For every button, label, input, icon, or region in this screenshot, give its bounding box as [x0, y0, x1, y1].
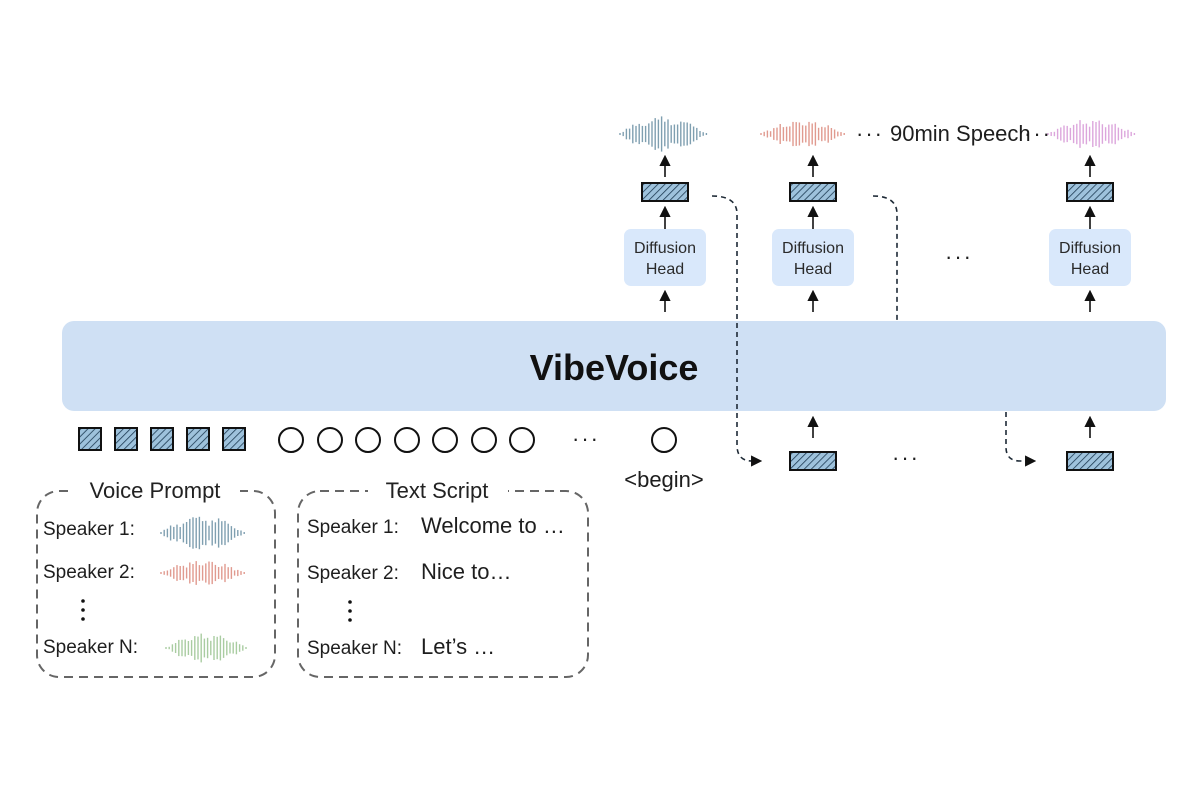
ellipsis-left: ··· — [856, 121, 884, 146]
model-title: VibeVoice — [530, 347, 699, 388]
text-token — [471, 427, 497, 453]
speech-waveform-pink-icon — [1047, 120, 1136, 148]
ellipsis-latents: ··· — [892, 445, 920, 470]
speech-duration-caption: 90min Speech — [890, 121, 1031, 146]
feedback-arrow-3 — [1005, 412, 1037, 467]
script-speaker-2-label: Speaker 2: — [307, 563, 399, 584]
diffusion-head-box — [1049, 229, 1131, 286]
voice-prompt-title: Voice Prompt — [90, 478, 221, 503]
feedback-arrow-2 — [872, 195, 898, 320]
speech-waveform-blue-icon — [619, 116, 708, 152]
text-script-title: Text Script — [386, 478, 489, 503]
diffusion-head-box — [772, 229, 854, 286]
speech-latent-token — [222, 427, 246, 451]
text-token — [278, 427, 304, 453]
vibevoice-block — [62, 321, 1166, 411]
output-column-n: Diffusion Head — [1047, 120, 1136, 312]
text-token — [509, 427, 535, 453]
ellipsis-heads: ··· — [945, 244, 973, 269]
begin-token — [651, 427, 677, 453]
voice-prompt-panel: Voice Prompt Speaker 1: Speaker 2: Speak… — [36, 478, 276, 678]
diffusion-head-label-line1: Diffusion — [634, 240, 696, 257]
text-token — [355, 427, 381, 453]
text-token — [394, 427, 420, 453]
speech-waveform-red-icon — [760, 121, 845, 147]
speech-latent-token — [641, 182, 689, 202]
speaker-2-waveform-icon — [160, 561, 245, 585]
voice-speaker-n-label: Speaker N: — [43, 637, 138, 658]
voice-speaker-2-label: Speaker 2: — [43, 562, 135, 583]
diffusion-head-label-line1: Diffusion — [782, 240, 844, 257]
script-speaker-1-text: Welcome to … — [421, 513, 565, 538]
speech-latent-token — [186, 427, 210, 451]
speech-latent-token — [78, 427, 102, 451]
text-tokens — [278, 427, 535, 453]
ellipsis-text-tokens: ··· — [572, 426, 600, 451]
text-script-panel: Text Script Speaker 1: Welcome to … Spea… — [297, 478, 589, 678]
diffusion-head-label-line2: Head — [646, 261, 684, 278]
speech-latent-token — [114, 427, 138, 451]
begin-token-label: <begin> — [624, 467, 704, 492]
vertical-ellipsis-icon — [81, 599, 85, 621]
script-speaker-2-text: Nice to… — [421, 559, 511, 584]
speech-latent-token — [1066, 182, 1114, 202]
speech-latent-token — [1066, 451, 1114, 471]
voice-speaker-1-label: Speaker 1: — [43, 519, 135, 540]
diffusion-head-label-line1: Diffusion — [1059, 240, 1121, 257]
output-column-2: Diffusion Head — [760, 121, 854, 312]
speech-latent-token — [789, 182, 837, 202]
script-speaker-1-label: Speaker 1: — [307, 517, 399, 538]
script-speaker-n-label: Speaker N: — [307, 638, 402, 659]
ellipsis-right: ··· — [1024, 121, 1052, 146]
text-token — [317, 427, 343, 453]
diffusion-head-box — [624, 229, 706, 286]
diffusion-head-label-line2: Head — [1071, 261, 1109, 278]
output-column-1: Diffusion Head — [619, 116, 708, 312]
diffusion-head-label-line2: Head — [794, 261, 832, 278]
text-token — [432, 427, 458, 453]
speech-latent-token — [789, 451, 837, 471]
vertical-ellipsis-icon — [348, 600, 352, 622]
voice-prompt-tokens — [78, 427, 246, 451]
speech-latent-token — [150, 427, 174, 451]
script-speaker-n-text: Let’s … — [421, 634, 495, 659]
speaker-n-waveform-icon — [165, 633, 247, 663]
feedback-arrow-1 — [711, 195, 763, 467]
speaker-1-waveform-icon — [160, 516, 245, 550]
